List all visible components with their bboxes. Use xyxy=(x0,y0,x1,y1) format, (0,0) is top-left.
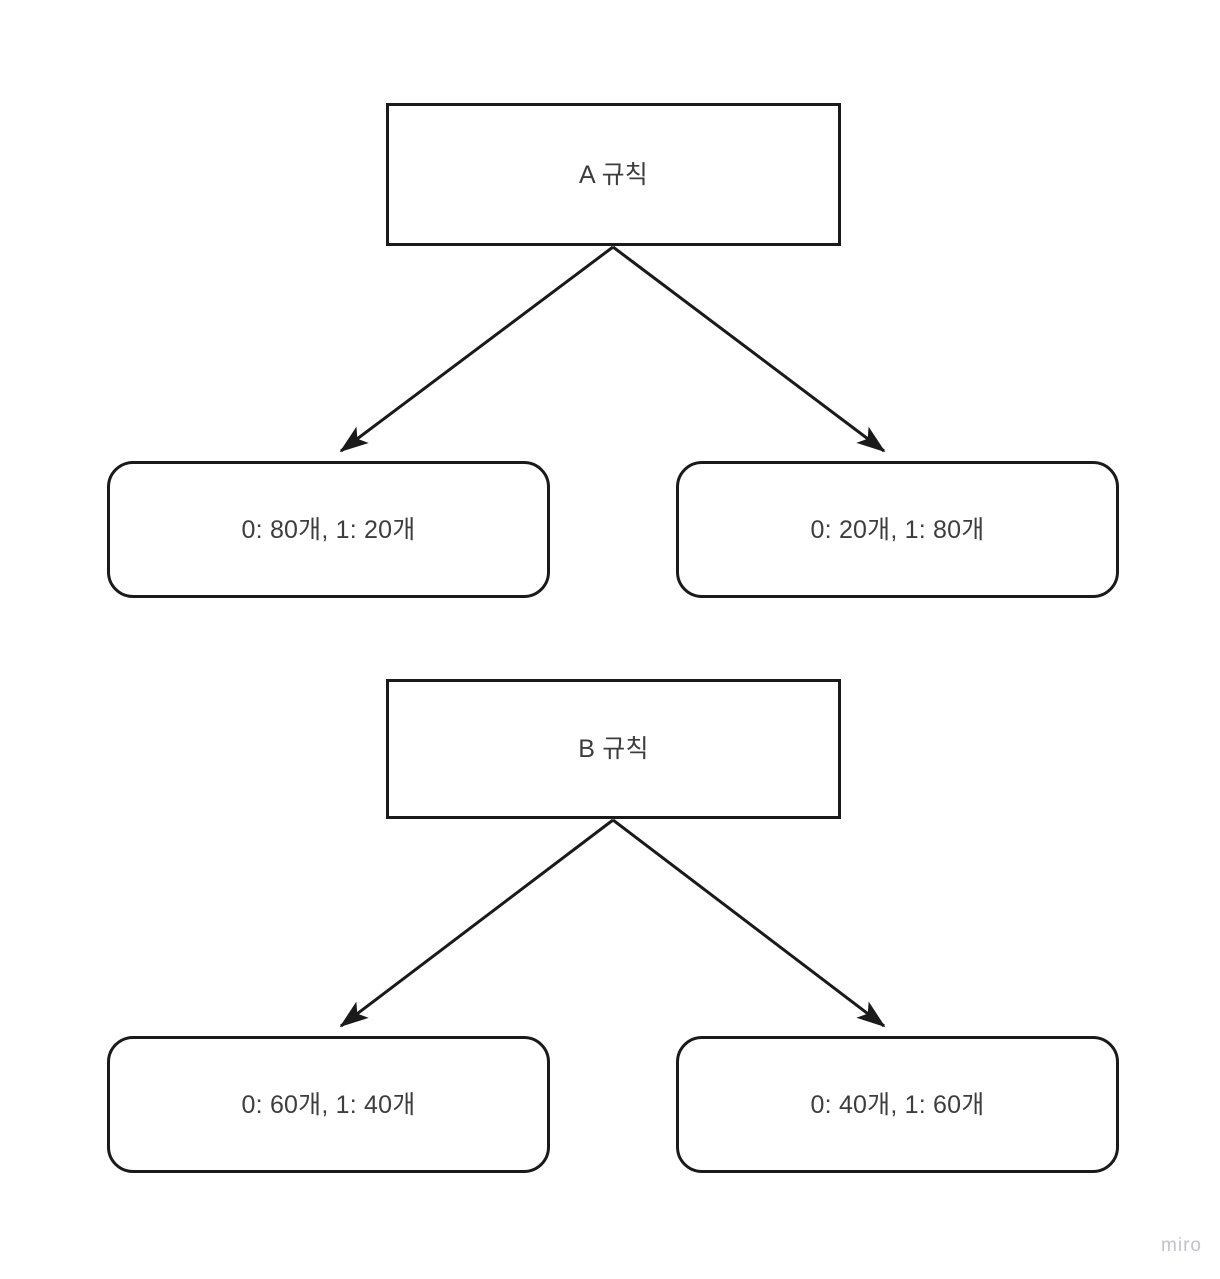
edge-rule-a-to-leaf-a-left xyxy=(339,245,614,453)
rule-node-a[interactable]: A 규칙 xyxy=(386,103,841,246)
rule-node-b[interactable]: B 규칙 xyxy=(386,679,841,819)
leaf-node-a-right[interactable]: 0: 20개, 1: 80개 xyxy=(676,461,1119,598)
rule-node-b-label: B 규칙 xyxy=(578,735,649,763)
leaf-node-a-left-label: 0: 80개, 1: 20개 xyxy=(241,515,416,544)
edge-rule-b-to-leaf-b-right xyxy=(612,818,886,1028)
rule-node-a-label: A 규칙 xyxy=(578,160,649,189)
edge-rule-b-to-leaf-b-left xyxy=(339,818,614,1028)
leaf-node-a-right-label: 0: 20개, 1: 80개 xyxy=(810,515,985,544)
leaf-node-b-right[interactable]: 0: 40개, 1: 60개 xyxy=(676,1036,1119,1173)
leaf-node-b-right-label: 0: 40개, 1: 60개 xyxy=(810,1090,985,1119)
leaf-node-b-left[interactable]: 0: 60개, 1: 40개 xyxy=(107,1036,550,1173)
miro-watermark: miro xyxy=(1161,1235,1202,1256)
edge-rule-a-to-leaf-a-right xyxy=(612,245,886,453)
leaf-node-a-left[interactable]: 0: 80개, 1: 20개 xyxy=(107,461,550,598)
leaf-node-b-left-label: 0: 60개, 1: 40개 xyxy=(241,1090,416,1119)
